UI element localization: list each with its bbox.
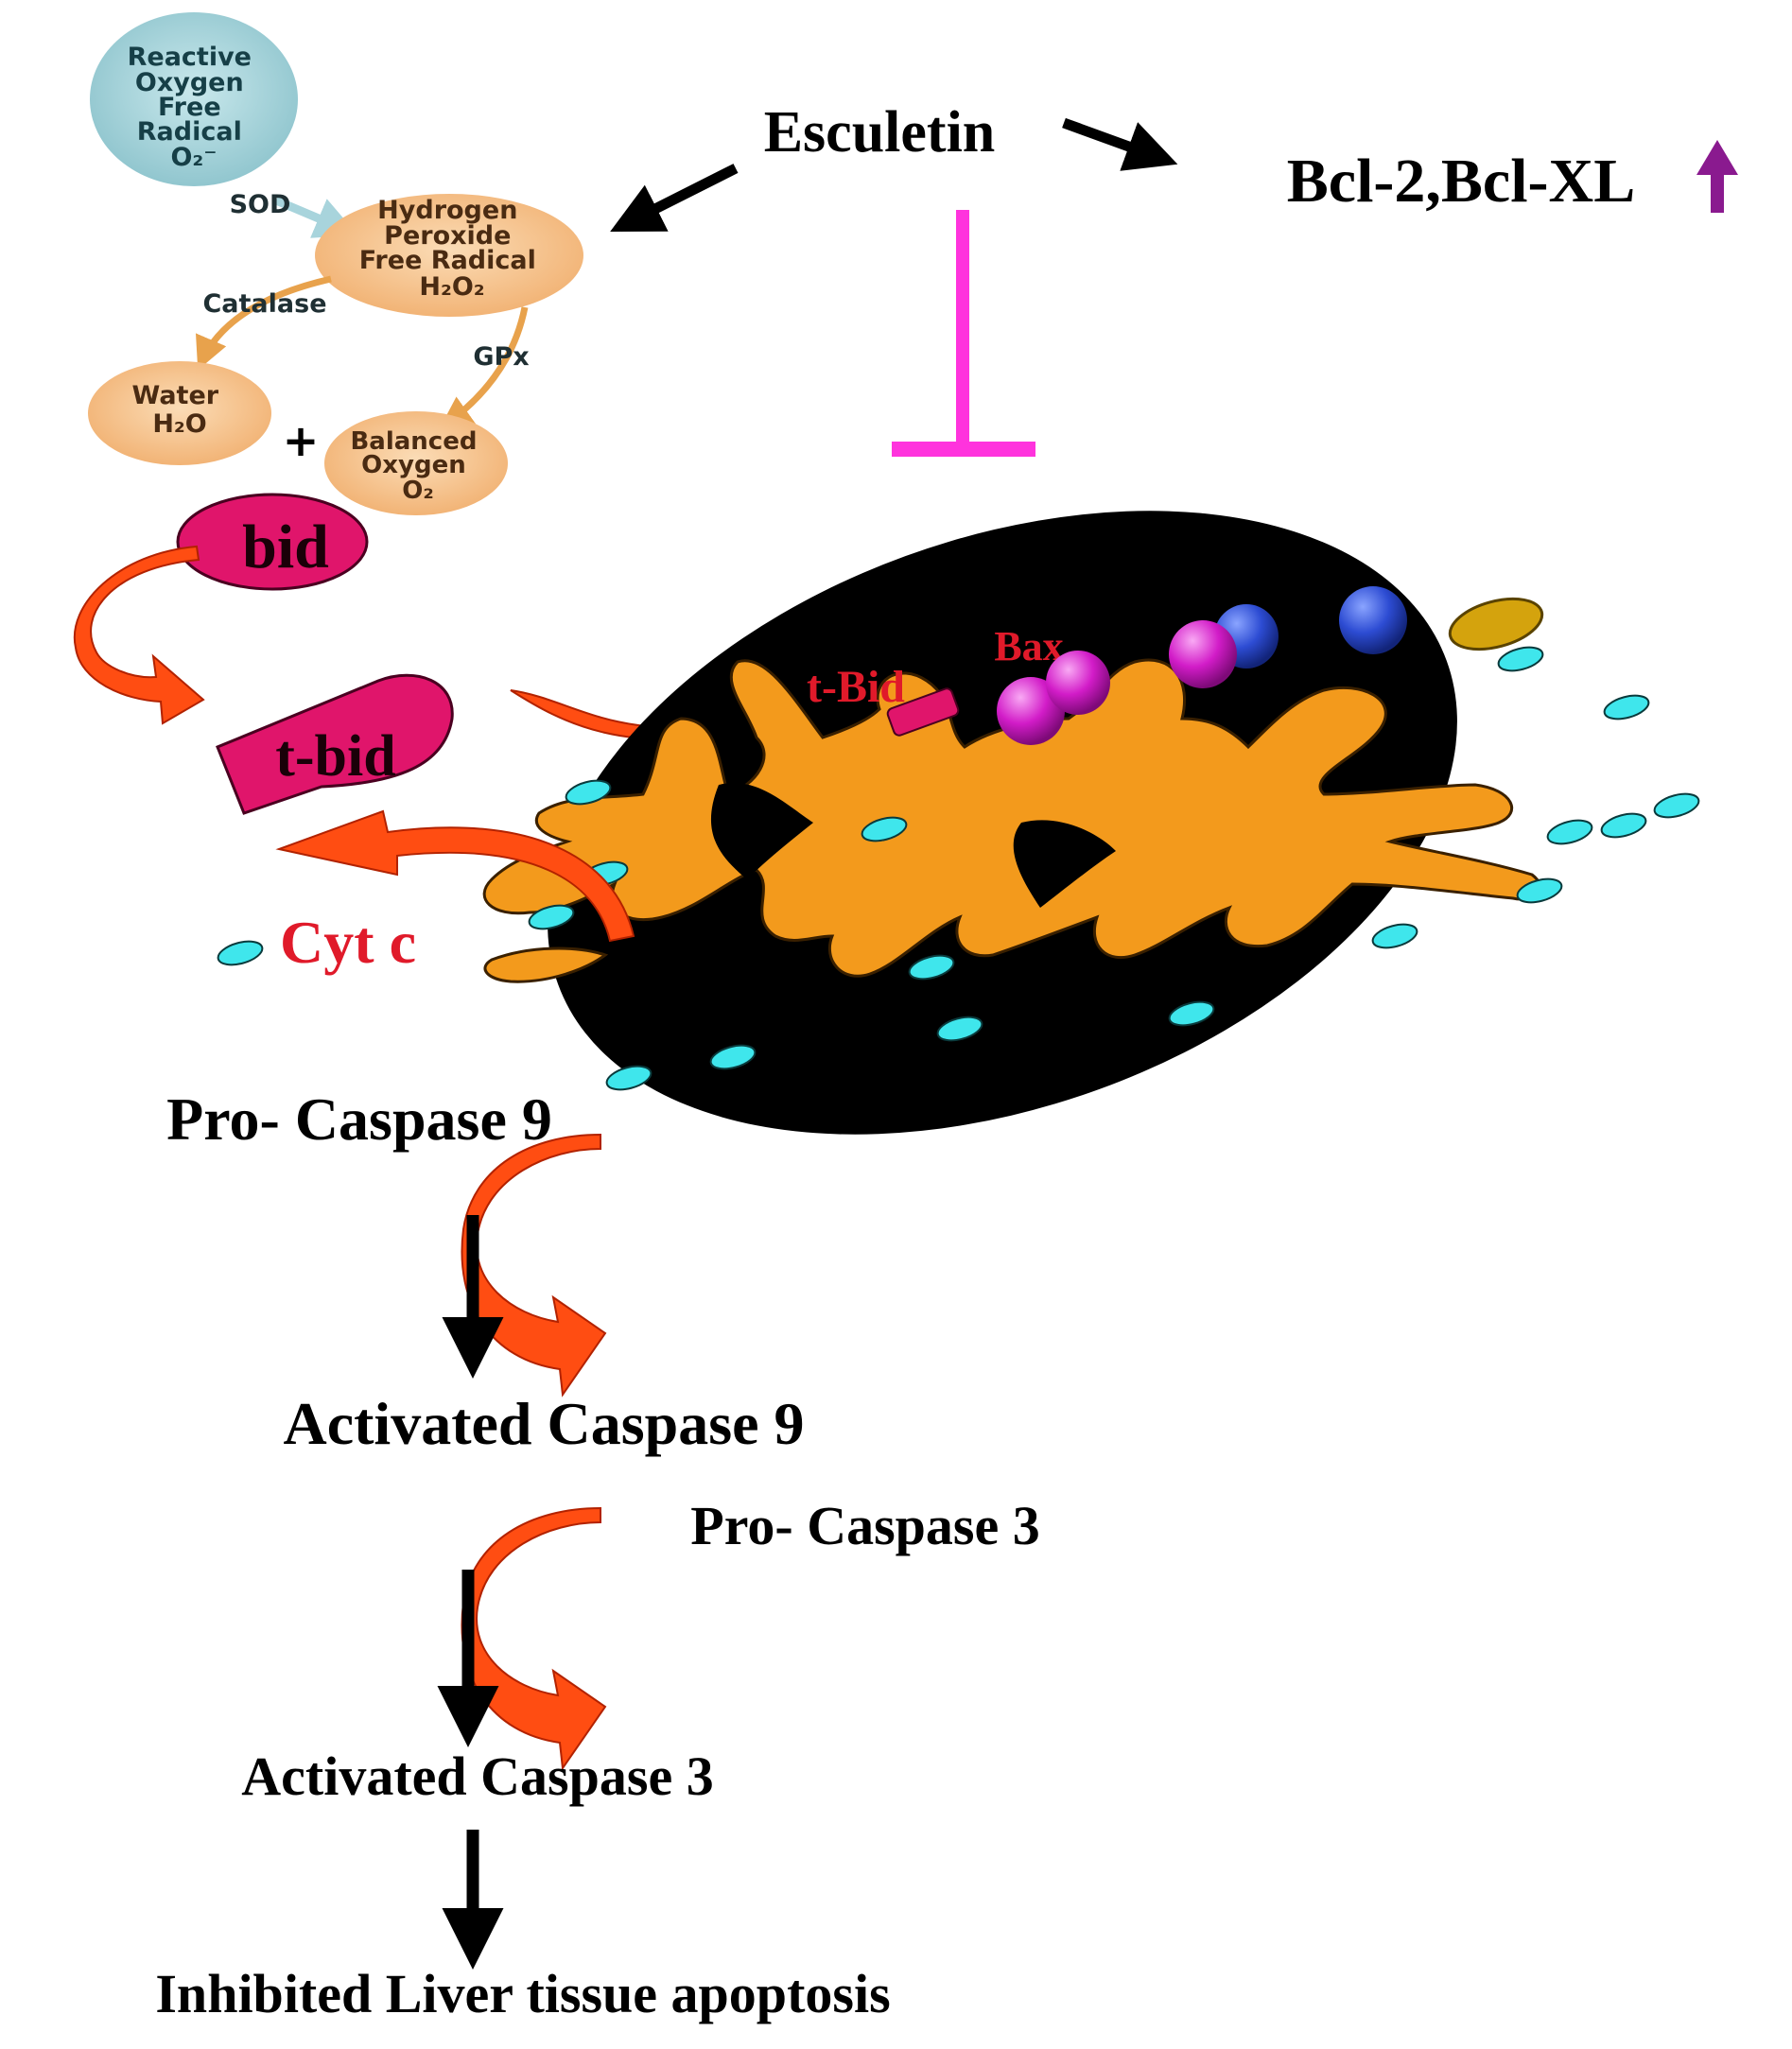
superoxide-line-4: Radical — [137, 117, 242, 147]
peroxide-line-4: H₂O₂ — [419, 272, 484, 302]
catalase-arrow — [196, 275, 332, 371]
oxygen-node — [324, 411, 508, 515]
esculetin-to-peroxide-arrow — [610, 164, 739, 232]
bax-label: Bax — [994, 623, 1063, 669]
pro-caspase3-label: Pro- Caspase 3 — [690, 1495, 1039, 1556]
cytc-release-arrow — [275, 809, 635, 943]
upregulation-arrow-icon — [1696, 140, 1738, 213]
mitochondrion — [482, 511, 1541, 1135]
cytochrome-c-particles — [217, 646, 1700, 1091]
gpx-label: GPx — [473, 342, 529, 372]
superoxide-line-1: Reactive — [128, 43, 252, 72]
bax-ball — [1046, 651, 1110, 715]
ros-cycle: Reactive Oxygen Free Radical O₂⁻ SOD Hyd… — [88, 12, 583, 515]
water-line-2: H₂O — [152, 409, 206, 439]
bax-ball — [997, 677, 1065, 745]
peroxide-line-2: Peroxide — [384, 221, 511, 251]
svg-text:Balanced Oxygen O₂: Balanced Oxygen O₂ — [350, 427, 485, 505]
mitochondria-inner-fold-2 — [1013, 820, 1116, 908]
superoxide-node — [90, 12, 298, 186]
water-node — [88, 361, 271, 465]
mitochondria-crista-tail — [483, 946, 609, 983]
mitochondria-inner-fold — [710, 783, 813, 879]
blue-ball — [1339, 586, 1407, 654]
esculetin-label: Esculetin — [764, 100, 996, 165]
cytc-label: Cyt c — [280, 909, 416, 976]
oxygen-line-1: Balanced — [350, 427, 477, 456]
activated-caspase9-label: Activated Caspase 9 — [283, 1390, 804, 1457]
water-line-1: Water — [132, 381, 219, 410]
membrane-tbid-label: t-Bid — [807, 662, 905, 712]
gold-ellipse — [1448, 597, 1544, 651]
bid-protein: bid — [176, 493, 369, 591]
pro-caspase9-label: Pro- Caspase 9 — [166, 1085, 552, 1153]
peroxide-line-1: Hydrogen — [377, 196, 517, 225]
superoxide-line-5: O₂⁻ — [170, 143, 217, 172]
gpx-arrow — [439, 306, 529, 430]
bid-label: bid — [242, 512, 329, 582]
inhibition-symbol — [892, 210, 1035, 457]
membrane-tbid: t-Bid — [807, 662, 960, 737]
sod-label: SOD — [230, 190, 291, 219]
caspase9-curved-arrow — [461, 1133, 607, 1398]
oxygen-line-2: Oxygen — [361, 451, 466, 479]
bid-to-tbid-curved-arrow — [73, 545, 205, 725]
superoxide-line-3: Free — [158, 93, 221, 122]
tbid-protein: t-bid — [216, 673, 454, 815]
svg-text:Reactive Oxygen Fr: Reactive Oxygen Free Radical O₂⁻ — [128, 43, 261, 172]
bax-balls — [997, 586, 1544, 745]
peroxide-line-3: Free Radical — [359, 246, 536, 275]
mitochondria-cristae — [482, 658, 1541, 978]
activated-caspase3-label: Activated Caspase 3 — [241, 1745, 713, 1807]
bax-ball — [1169, 620, 1237, 688]
tbid-label: t-bid — [275, 724, 395, 789]
caspase3-curved-arrow — [461, 1506, 607, 1771]
svg-text:Water H₂O: Water H₂O — [132, 381, 228, 439]
peroxide-node — [315, 194, 583, 317]
bcl-label: Bcl-2,Bcl-XL — [1287, 147, 1635, 216]
oxygen-line-3: O₂ — [402, 477, 434, 505]
outcome-label: Inhibited Liver tissue apoptosis — [155, 1963, 890, 2024]
plus-sign: + — [283, 415, 320, 466]
svg-text:Hydrogen Peroxide: Hydrogen Peroxide Free Radical H₂O₂ — [359, 196, 546, 302]
esculetin-to-bcl-arrow — [1062, 117, 1178, 171]
catalase-label: Catalase — [202, 289, 326, 319]
